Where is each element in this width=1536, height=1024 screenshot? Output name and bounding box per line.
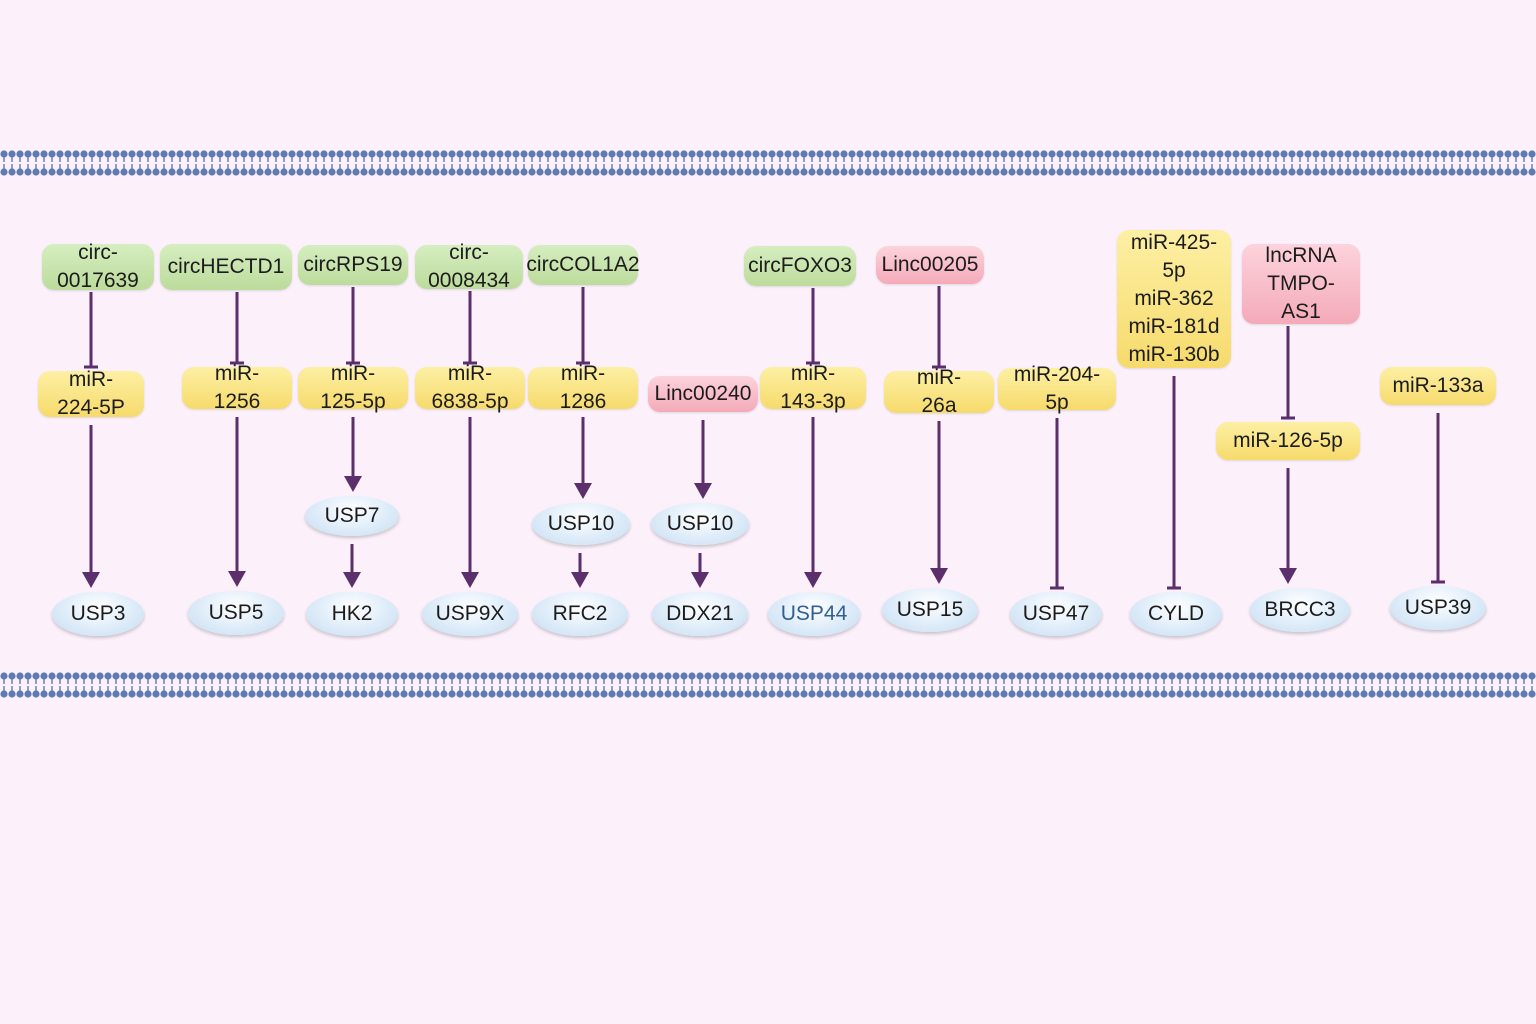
protein-node: USP15 [882, 588, 978, 632]
activation-edge-head [804, 572, 822, 588]
mirna-node: miR- 1256 [182, 362, 292, 413]
activation-edge-head [1279, 568, 1297, 584]
circrna-node: circRPS19 [298, 245, 408, 285]
lncrna-node: Linc00240 [648, 376, 758, 412]
activation-edge-head [571, 572, 589, 588]
protein-node: USP44 [768, 592, 860, 636]
mirna-node: miR- 224-5P [38, 368, 144, 419]
protein-node: HK2 [306, 592, 398, 636]
activation-edge-head [574, 483, 592, 499]
protein-node: USP10 [651, 503, 749, 545]
protein-node: USP9X [422, 592, 518, 636]
protein-node: USP10 [532, 503, 630, 545]
membrane-bottom [0, 670, 1536, 700]
mirna-node: miR- 26a [884, 366, 994, 417]
mirna-node: miR-133a [1380, 367, 1496, 405]
mirna-node: miR- 125-5p [298, 362, 408, 413]
circrna-node: circHECTD1 [160, 244, 292, 290]
mirna-node: miR- 1286 [528, 362, 638, 413]
mirna-node: miR-204- 5p [998, 363, 1116, 414]
mirna-node: miR- 6838-5p [415, 362, 525, 413]
protein-node: USP39 [1390, 586, 1486, 630]
activation-edge-head [694, 483, 712, 499]
protein-node: USP3 [52, 592, 144, 636]
circrna-node: circ- 0008434 [415, 241, 523, 292]
activation-edge-head [461, 572, 479, 588]
protein-node: RFC2 [532, 592, 628, 636]
activation-edge-head [344, 476, 362, 492]
circrna-node: circ- 0017639 [42, 241, 154, 292]
circrna-node: circCOL1A2 [526, 245, 640, 285]
mirna-node: miR-126-5p [1216, 422, 1360, 460]
protein-node: USP7 [305, 496, 399, 536]
lncrna-node: Linc00205 [876, 246, 984, 284]
protein-node: BRCC3 [1250, 588, 1350, 632]
protein-node: USP47 [1010, 592, 1102, 636]
activation-edge-head [691, 572, 709, 588]
circrna-node: circFOXO3 [744, 246, 856, 286]
mirna-node: miR-425- 5p miR-362 miR-181d miR-130b [1117, 230, 1231, 368]
activation-edge-head [343, 572, 361, 588]
mirna-node: miR- 143-3p [760, 362, 866, 413]
lncrna-node: lncRNA TMPO- AS1 [1242, 244, 1360, 324]
membrane-top [0, 148, 1536, 178]
protein-node: CYLD [1130, 592, 1222, 636]
activation-edge-head [930, 568, 948, 584]
activation-edge-head [82, 572, 100, 588]
activation-edge-head [228, 571, 246, 587]
protein-node: DDX21 [652, 592, 748, 636]
protein-node: USP5 [188, 591, 284, 635]
